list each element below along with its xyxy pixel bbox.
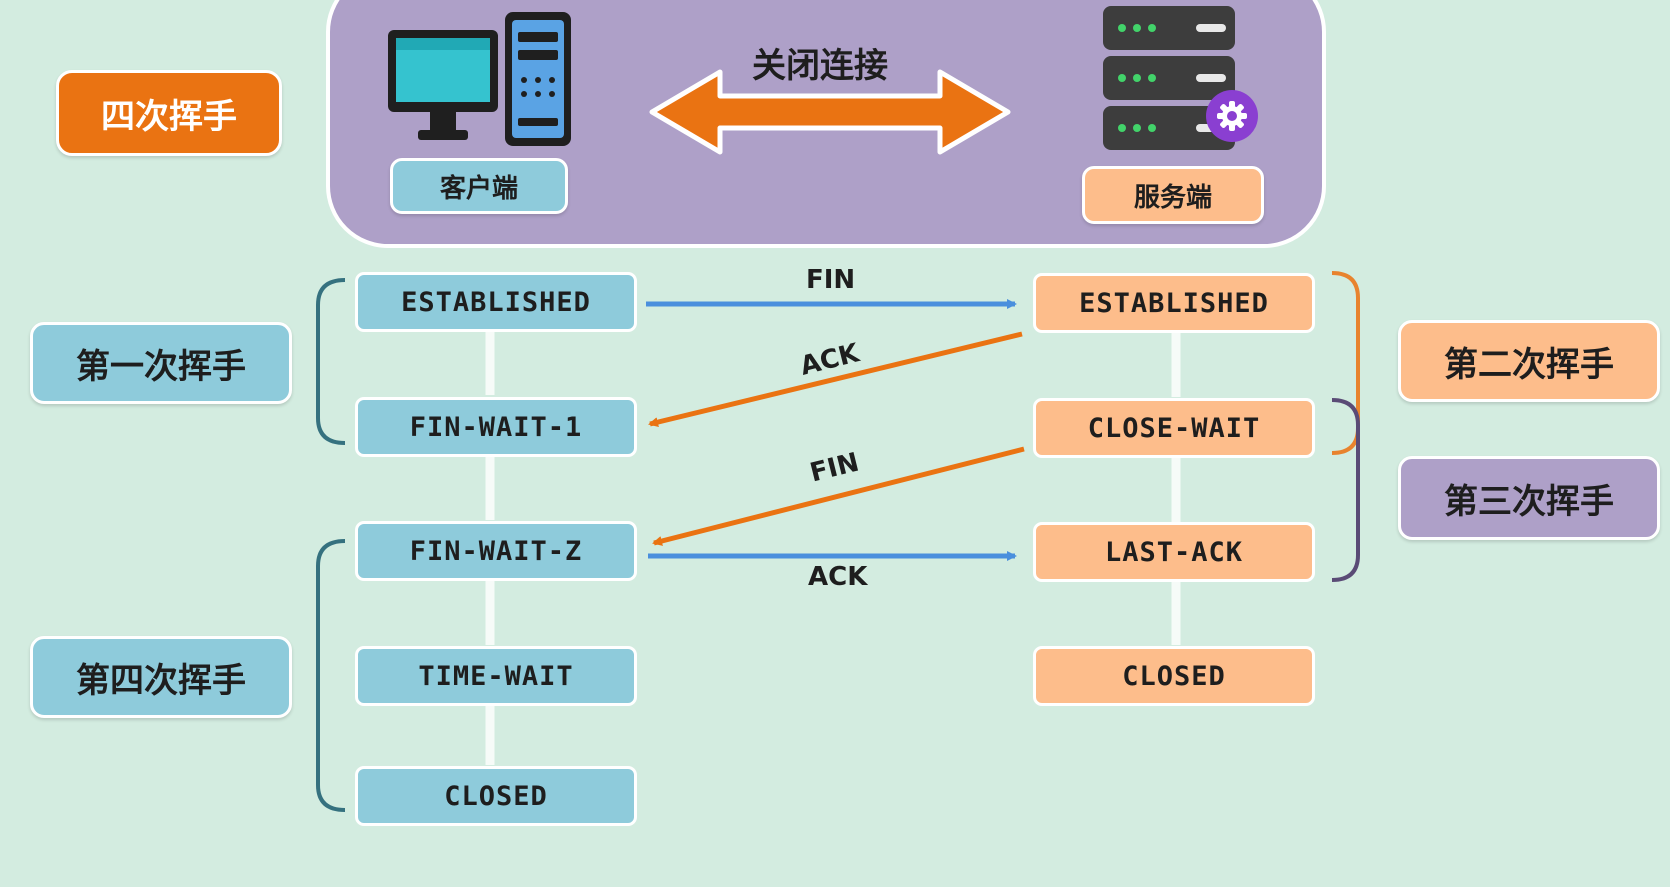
bracket-fourth (316, 539, 346, 812)
client-label: 客户端 (390, 158, 568, 214)
message-ack-4: ACK (808, 562, 868, 592)
bracket-second (1331, 271, 1360, 455)
message-fin-3: FIN (807, 447, 863, 489)
server-state-close-wait: CLOSE-WAIT (1033, 398, 1315, 458)
phase-tag-fourth: 第四次挥手 (30, 636, 292, 718)
client-state-closed: CLOSED (355, 766, 637, 826)
client-state-established: ESTABLISHED (355, 272, 637, 332)
client-state-fin-wait-1: FIN-WAIT-1 (355, 397, 637, 457)
server-state-closed: CLOSED (1033, 646, 1315, 706)
title-tag: 四次挥手 (56, 70, 282, 156)
server-label: 服务端 (1082, 166, 1264, 224)
server-state-last-ack: LAST-ACK (1033, 522, 1315, 582)
bracket-first (316, 278, 346, 445)
phase-tag-first: 第一次挥手 (30, 322, 292, 404)
server-state-established: ESTABLISHED (1033, 273, 1315, 333)
client-state-time-wait: TIME-WAIT (355, 646, 637, 706)
bracket-third (1331, 398, 1360, 582)
phase-tag-third: 第三次挥手 (1398, 456, 1660, 540)
phase-tag-second: 第二次挥手 (1398, 320, 1660, 402)
client-state-fin-wait-2: FIN-WAIT-Z (355, 521, 637, 581)
message-fin-1: FIN (806, 265, 856, 295)
message-ack-2: ACK (797, 338, 863, 382)
close-connection-label: 关闭连接 (752, 46, 888, 86)
